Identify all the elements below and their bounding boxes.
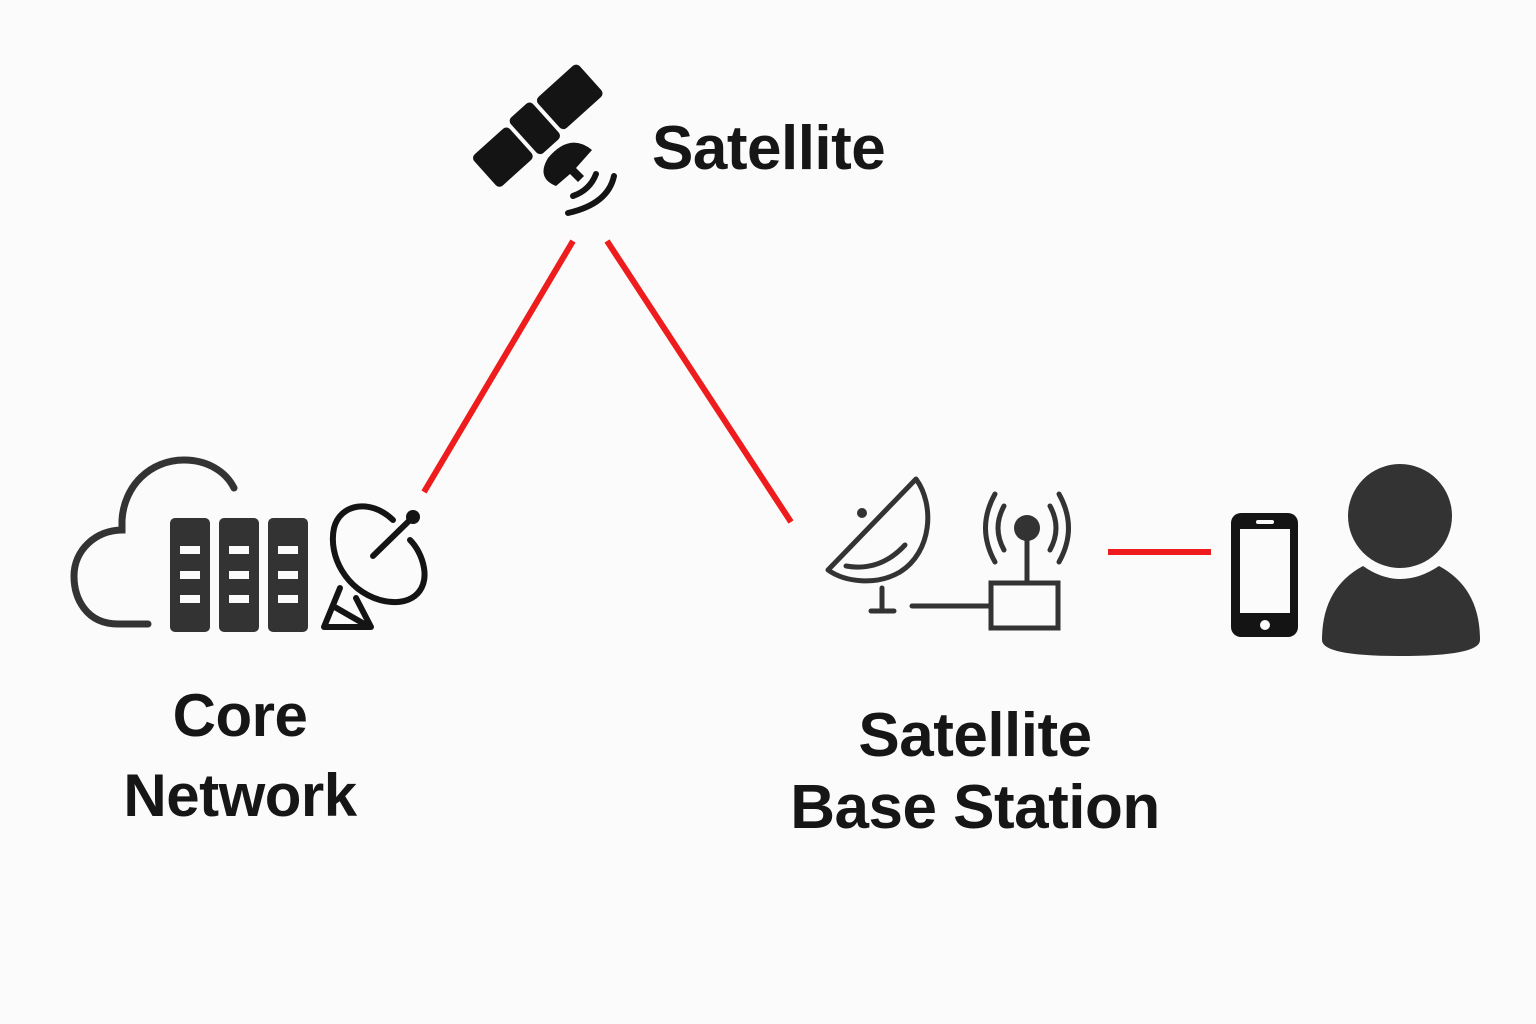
cloud-icon — [70, 456, 238, 628]
satellite-icon — [473, 64, 617, 216]
user-icon — [1322, 464, 1480, 656]
smartphone-icon — [1231, 513, 1298, 637]
core-network-label: Core Network — [80, 676, 400, 836]
core-satellite-dish-icon — [321, 503, 428, 630]
base-station-dish-icon — [825, 476, 993, 614]
link-satellite-base-station — [604, 239, 794, 524]
radio-tower-icon — [983, 491, 1071, 631]
server-rack-icon — [170, 518, 308, 632]
base-station-label-line2: Base Station — [790, 773, 1160, 842]
core-network-label-line1: Core — [172, 682, 308, 749]
core-network-label-line2: Network — [123, 762, 357, 829]
base-station-label-line1: Satellite — [858, 701, 1092, 770]
satellite-label: Satellite — [652, 114, 886, 183]
base-station-label: Satellite Base Station — [760, 700, 1190, 844]
links — [421, 239, 1211, 555]
link-satellite-core — [421, 239, 576, 494]
